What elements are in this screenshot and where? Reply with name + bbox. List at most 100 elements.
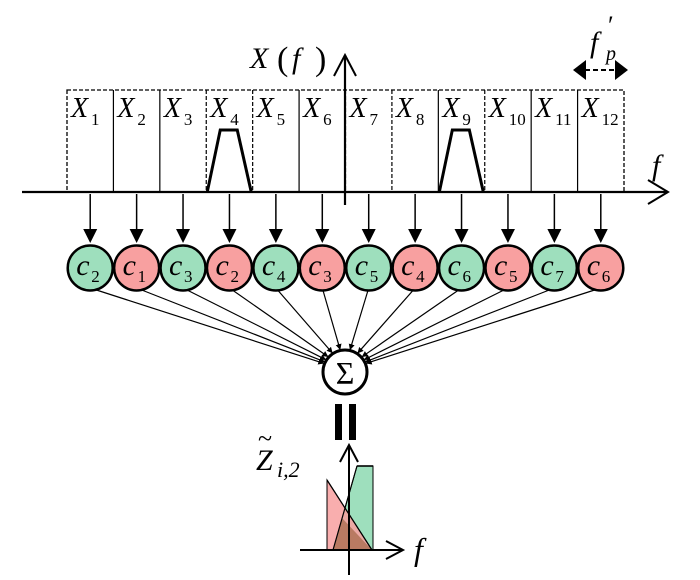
- coefficient-circle: [530, 244, 579, 292]
- subband-label: X: [349, 93, 368, 124]
- coefficient-index: 3: [184, 267, 193, 286]
- subband-index: 2: [137, 110, 146, 129]
- down-arrowhead: [547, 229, 562, 243]
- subband-index: 10: [509, 110, 526, 129]
- down-arrowhead: [315, 229, 330, 243]
- subband-index: 4: [230, 110, 239, 129]
- coefficient-to-sum-line: [136, 287, 325, 363]
- coefficient-index: 1: [138, 267, 147, 286]
- coefficient-index: 5: [370, 267, 379, 286]
- subband-label: X: [116, 93, 135, 124]
- coefficient-to-sum-line: [365, 287, 555, 363]
- coefficient-index: 6: [602, 267, 611, 286]
- bandwidth-right-arrowhead: [615, 60, 628, 80]
- output-spectrum: f ~ Z i,2: [256, 424, 427, 575]
- spectrum-vertical-axis-arrowhead: [333, 52, 357, 77]
- output-label: ~ Z i,2: [256, 424, 300, 482]
- output-label-Z: Z: [256, 444, 273, 477]
- down-arrowhead: [176, 229, 191, 243]
- coefficient-symbol: c: [401, 249, 414, 282]
- spectrum-title-open-paren: (: [277, 41, 288, 78]
- subband-label: X: [395, 93, 414, 124]
- coefficient-to-sum-line: [229, 287, 329, 358]
- coefficient-circle: [484, 244, 532, 292]
- subband-index: 1: [91, 110, 100, 129]
- coefficient-index: 4: [277, 267, 286, 286]
- output-label-tilde: ~: [258, 424, 272, 453]
- subband-index: 3: [184, 110, 193, 129]
- coefficient-circle: [391, 244, 439, 292]
- subband-label: X: [534, 93, 553, 124]
- coefficient-circle: [252, 244, 300, 292]
- subband-index: 12: [602, 110, 619, 129]
- coefficient-circle: [298, 244, 347, 292]
- output-overlap-region: [333, 518, 372, 550]
- down-arrowhead: [222, 229, 237, 243]
- subband-label: X: [163, 93, 182, 124]
- output-frequency-axis-arrowhead: [385, 540, 406, 560]
- subband-index: 11: [555, 110, 571, 129]
- coefficient-circle: [437, 244, 486, 292]
- down-arrowhead: [408, 229, 423, 243]
- subband-label: X: [488, 93, 507, 124]
- coefficient-circle: [159, 244, 207, 292]
- down-arrowhead: [593, 229, 608, 243]
- down-arrowhead: [129, 229, 144, 243]
- occupied-signals: [205, 128, 485, 193]
- coefficient-index: 7: [555, 267, 564, 286]
- coefficient-symbol: c: [494, 249, 507, 282]
- bandwidth-label-sub: p: [604, 43, 616, 65]
- summation-circle: [321, 348, 369, 396]
- coefficient-index: 4: [416, 267, 425, 286]
- bandwidth-label-f: f: [590, 26, 602, 59]
- output-label-subscript: i,2: [277, 457, 300, 482]
- occupied-signal-trapezoid: [437, 128, 485, 193]
- spectrum-title-X: X: [249, 42, 270, 75]
- coefficient-index: 2: [91, 267, 100, 286]
- coefficient-circle: [66, 244, 114, 292]
- subband-label: X: [256, 93, 275, 124]
- down-arrowhead: [83, 229, 98, 243]
- coefficient-to-sum-line: [321, 287, 342, 351]
- coefficient-symbol: c: [262, 249, 275, 282]
- subband-index: 8: [416, 110, 425, 129]
- coefficient-index: 5: [509, 267, 518, 286]
- subband-index: 5: [277, 110, 286, 129]
- output-frequency-axis-label: f: [414, 531, 427, 567]
- coefficient-to-sum-line: [365, 287, 601, 365]
- coefficient-circle: [344, 244, 393, 292]
- frequency-axis-arrowhead: [647, 179, 670, 205]
- subband-width-annotation: f ′ p: [573, 11, 628, 80]
- coefficient-to-sum-line: [275, 287, 333, 354]
- down-arrowhead: [361, 229, 376, 243]
- output-vertical-axis-arrowhead: [339, 442, 359, 463]
- equals-bar-left: [335, 404, 342, 440]
- bandwidth-label-prime: ′: [608, 11, 614, 40]
- coefficient-to-sum-lines: [90, 287, 601, 365]
- coefficient-circle: [112, 244, 161, 292]
- coefficient-symbol: c: [448, 249, 461, 282]
- coefficient-circle: [205, 244, 254, 292]
- spectrum-title-f: f: [292, 42, 304, 75]
- coefficient-symbol: c: [587, 249, 600, 282]
- coefficient-symbol: c: [540, 249, 553, 282]
- coefficient-to-sum-line: [361, 287, 462, 358]
- coefficient-to-sum-line: [182, 287, 327, 361]
- frequency-axis-label: f: [652, 149, 664, 182]
- subband-label: X: [302, 93, 321, 124]
